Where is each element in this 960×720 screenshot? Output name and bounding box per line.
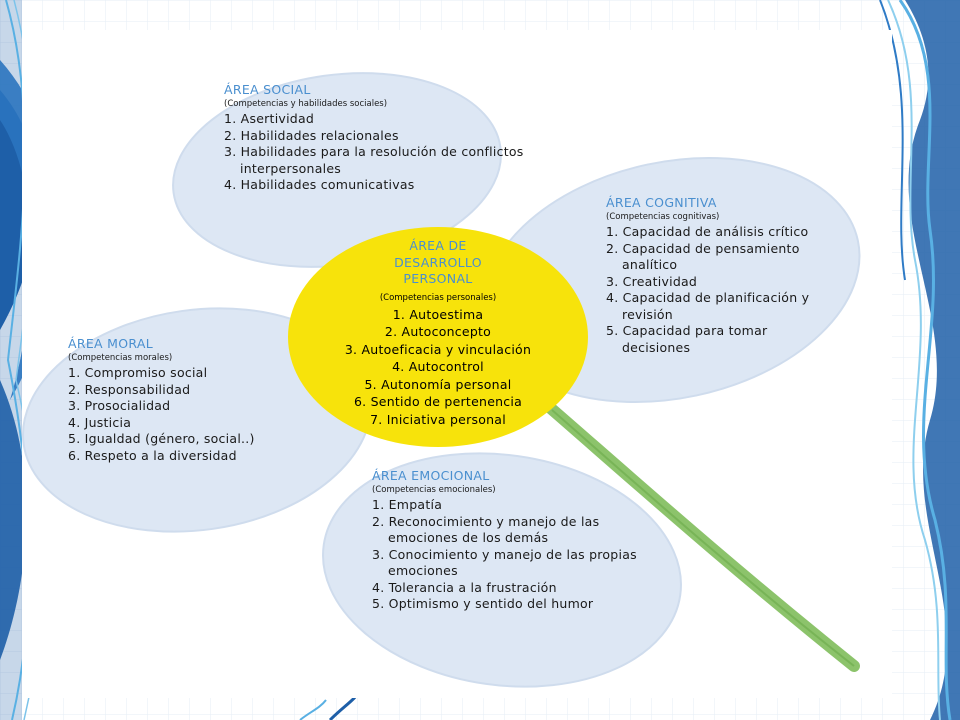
area-moral-subtitle: (Competencias morales) — [68, 353, 173, 363]
cognitiva-item-4: 4. Capacidad de planificación y revisión — [606, 290, 810, 322]
area-cognitiva: ÁREA COGNITIVA (Competencias cognitivas)… — [606, 195, 846, 356]
area-social: ÁREA SOCIAL (Competencias y habilidades … — [224, 82, 584, 194]
social-item-3: 3. Habilidades para la resolución de con… — [224, 144, 524, 176]
area-moral: ÁREA MORAL (Competencias morales) 1. Com… — [68, 336, 328, 464]
emocional-item-2: 2. Reconocimiento y manejo de las emocio… — [372, 513, 600, 546]
center-title-line-1: ÁREA DE — [409, 238, 467, 253]
center-item-5: 5. Autonomía personal — [364, 376, 512, 392]
moral-item-2: 2. Responsabilidad — [68, 381, 191, 397]
flower-center — [288, 227, 588, 447]
center-item-7: 7. Iniciativa personal — [370, 411, 506, 427]
center-title-line-2: DESARROLLO — [394, 254, 482, 270]
moral-item-5: 5. Igualdad (género, social..) — [68, 431, 255, 446]
cognitiva-item-1: 1. Capacidad de análisis crítico — [606, 224, 809, 239]
area-social-subtitle: (Competencias y habilidades sociales) — [224, 99, 388, 109]
center-item-4: 4. Autocontrol — [392, 359, 484, 374]
right-wave-band — [905, 0, 960, 720]
area-social-title: ÁREA SOCIAL — [224, 82, 311, 97]
social-item-4: 4. Habilidades comunicativas — [224, 177, 415, 192]
social-item-1: 1. Asertividad — [224, 111, 315, 126]
petal-emocional — [322, 452, 682, 688]
emocional-item-3: 3. Conocimiento y manejo de las propias … — [372, 546, 637, 579]
moral-item-4: 4. Justicia — [68, 414, 132, 430]
area-emocional-title: ÁREA EMOCIONAL — [372, 468, 490, 483]
center-item-6: 6. Sentido de pertenencia — [353, 394, 523, 409]
area-emocional-subtitle: (Competencias emocionales) — [372, 485, 496, 495]
area-emocional: ÁREA EMOCIONAL (Competencias emocionales… — [372, 468, 672, 613]
moral-item-3: 3. Prosocialidad — [68, 398, 171, 413]
emocional-item-1: 1. Empatía — [372, 497, 443, 512]
cognitiva-item-2: 2. Capacidad de pensamiento analítico — [606, 240, 800, 273]
moral-item-6: 6. Respeto a la diversidad — [68, 447, 237, 463]
cognitiva-item-5: 5. Capacidad para tomar decisiones — [606, 323, 768, 355]
area-cognitiva-title: ÁREA COGNITIVA — [606, 195, 717, 210]
emocional-item-4: 4. Tolerancia a la frustración — [372, 579, 557, 595]
area-moral-title: ÁREA MORAL — [68, 336, 153, 351]
area-desarrollo-personal: ÁREA DE DESARROLLO PERSONAL (Competencia… — [308, 238, 568, 428]
flower-diagram — [22, 72, 861, 688]
center-item-2: 2. Autoconcepto — [384, 324, 492, 339]
social-item-2: 2. Habilidades relacionales — [224, 127, 399, 143]
center-item-1: 1. Autoestima — [392, 306, 484, 322]
cognitiva-item-3: 3. Creatividad — [606, 273, 698, 289]
emocional-item-5: 5. Optimismo y sentido del humor — [372, 596, 594, 611]
center-item-3: 3. Autoeficacia y vinculación — [344, 341, 532, 357]
center-subtitle: (Competencias personales) — [379, 292, 497, 303]
area-cognitiva-subtitle: (Competencias cognitivas) — [606, 212, 720, 222]
center-title-line-3: PERSONAL — [403, 271, 473, 286]
moral-item-1: 1. Compromiso social — [68, 365, 208, 380]
